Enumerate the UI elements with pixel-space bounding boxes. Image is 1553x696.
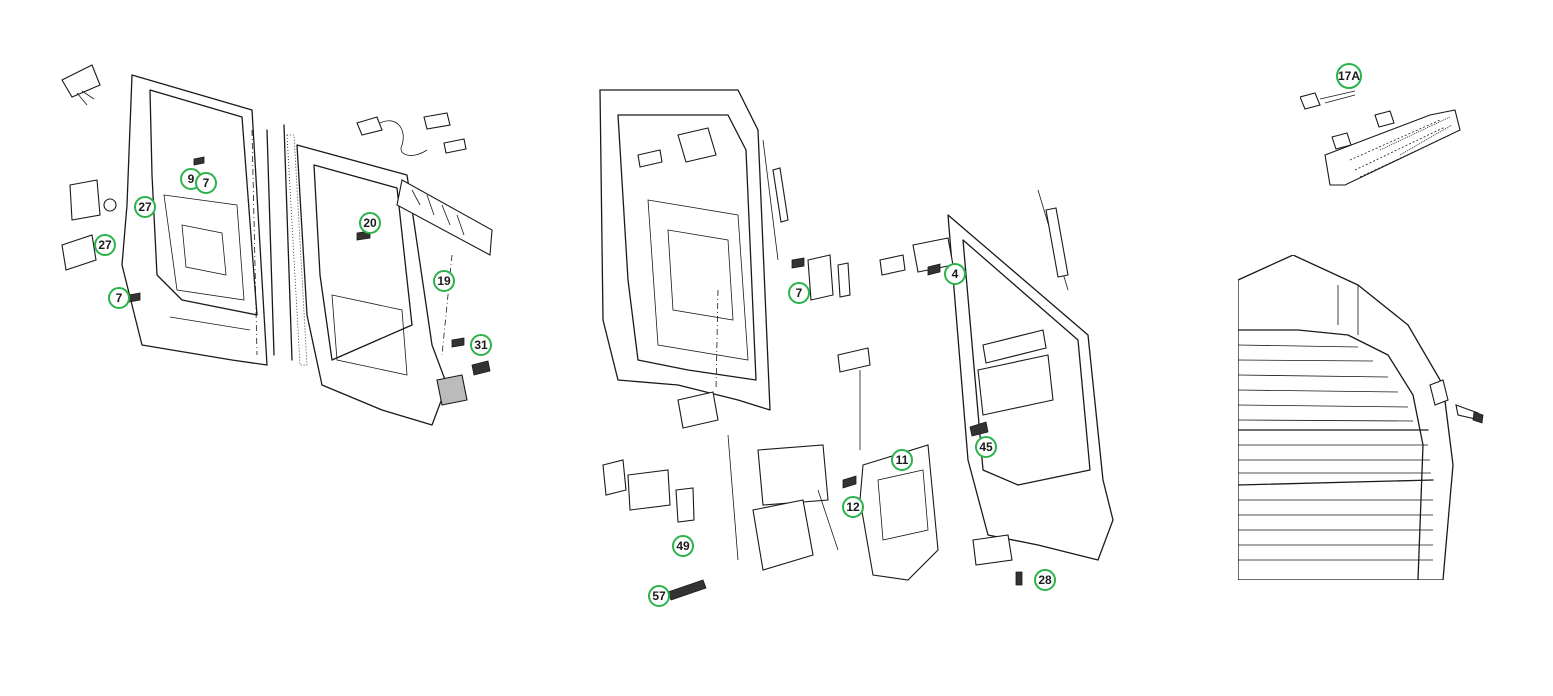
left-door-diagram: 9 7 27 27 7 20 19 31 (52, 55, 522, 450)
middle-lock-drawing (599, 89, 1114, 601)
callout-4: 4 (944, 263, 966, 285)
callout-20: 20 (359, 212, 381, 234)
middle-lock-diagram: 7 4 11 45 12 49 57 28 (598, 80, 1118, 610)
callout-12: 12 (842, 496, 864, 518)
callout-7: 7 (195, 172, 217, 194)
callout-27: 27 (134, 196, 156, 218)
side-marker-lamp-drawing (1300, 90, 1461, 186)
callout-57: 57 (648, 585, 670, 607)
callout-17a: 17A (1336, 63, 1362, 89)
left-door-drawing (61, 64, 493, 426)
side-marker-lamp-diagram: 17A (1300, 55, 1470, 195)
callout-27: 27 (94, 234, 116, 256)
tail-lamp-diagram (1238, 255, 1490, 580)
callout-11: 11 (891, 449, 913, 471)
callout-19: 19 (433, 270, 455, 292)
tail-lamp-drawing (1238, 255, 1484, 580)
callout-49: 49 (672, 535, 694, 557)
callout-28: 28 (1034, 569, 1056, 591)
callout-7: 7 (108, 287, 130, 309)
callout-31: 31 (470, 334, 492, 356)
callout-45: 45 (975, 436, 997, 458)
callout-7: 7 (788, 282, 810, 304)
